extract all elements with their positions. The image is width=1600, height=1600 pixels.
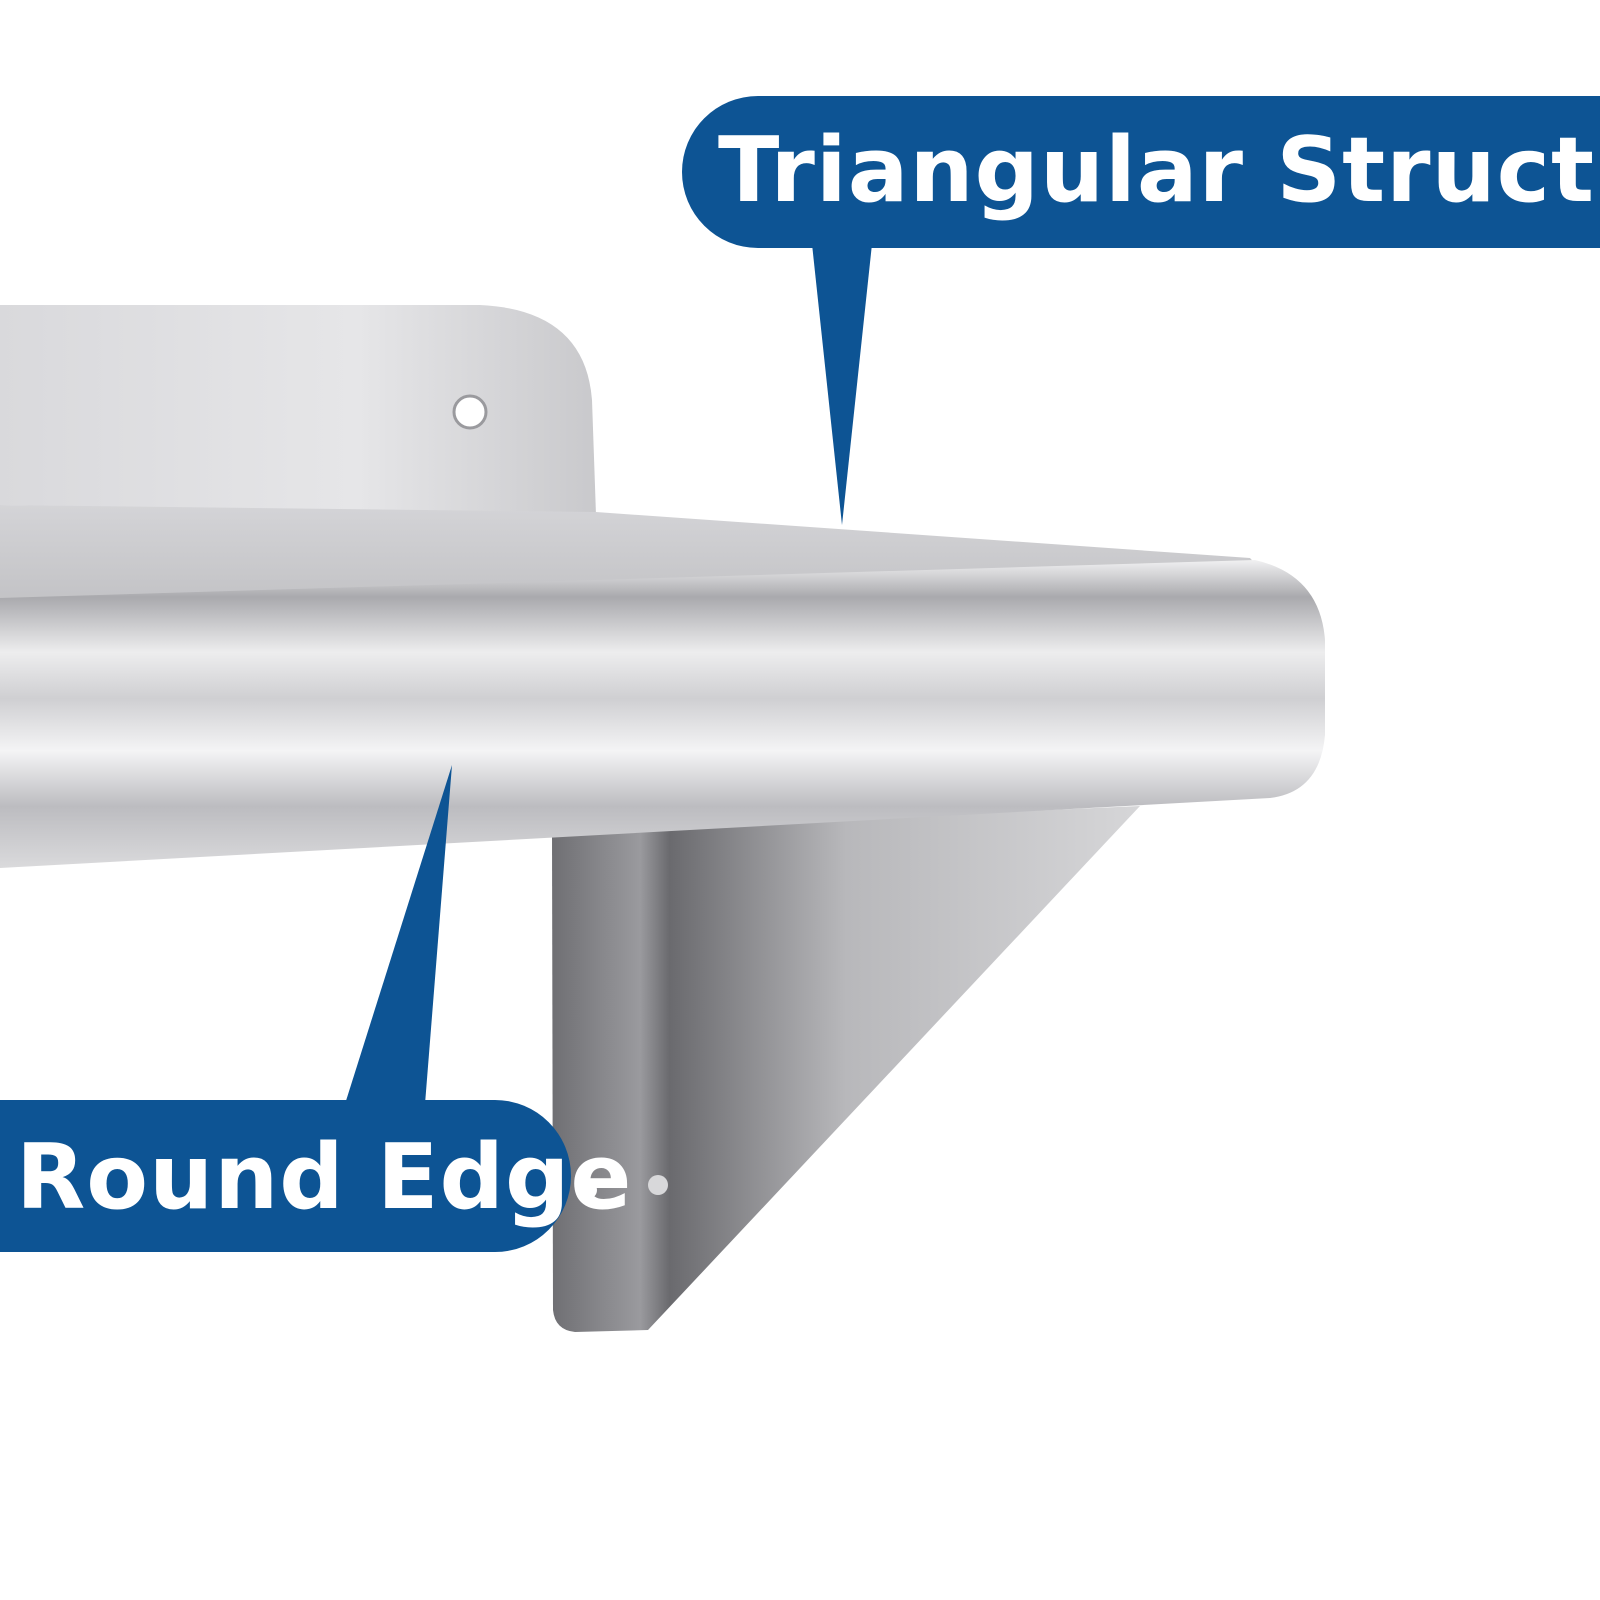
backsplash	[0, 305, 596, 515]
callout-bottom-pointer	[345, 765, 452, 1104]
callout-triangular-structure: Triangular Structure	[718, 118, 1600, 223]
mounting-hole	[452, 394, 488, 430]
bracket	[552, 806, 1140, 1332]
callout-round-edge: Round Edge	[16, 1125, 633, 1230]
callout-bottom-bubble	[0, 1100, 571, 1252]
callout-top-pointer	[812, 244, 872, 525]
callout-top-bubble	[682, 96, 1600, 248]
round-edge-bar	[0, 560, 1325, 868]
